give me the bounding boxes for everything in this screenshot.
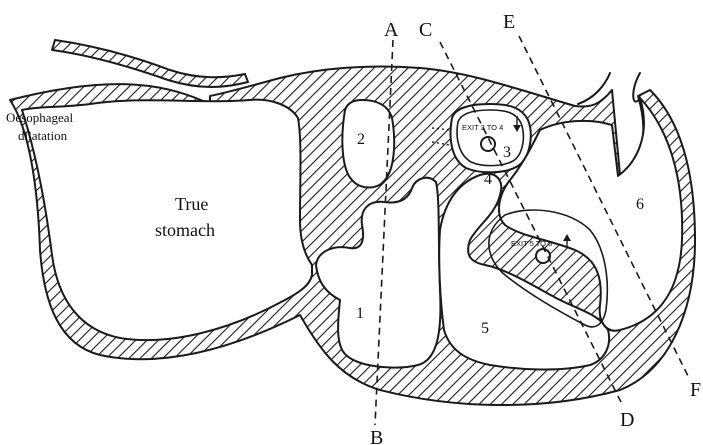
section-label-c: C xyxy=(419,19,432,41)
chamber-label-4: 4 xyxy=(484,171,492,188)
chamber-label-3: 3 xyxy=(503,144,511,161)
oesophageal-dilatation-label-line2: dilatation xyxy=(18,128,68,143)
chamber-label-5: 5 xyxy=(481,320,489,337)
oesophagus-tube xyxy=(52,40,248,87)
chamber-label-1: 1 xyxy=(356,305,364,322)
section-label-f: F xyxy=(690,379,701,401)
true-stomach-label-line2: stomach xyxy=(155,220,215,240)
exit-5-to-6-opening xyxy=(536,249,550,263)
exit-5-to-6-label: EXIT 5 TO 6 xyxy=(511,239,552,248)
exit-3-to-4-label: EXIT 3 TO 4 xyxy=(462,123,503,132)
true-stomach-label-line1: True xyxy=(175,194,208,214)
section-label-d: D xyxy=(620,409,634,431)
section-label-e: E xyxy=(503,11,515,33)
chamber-label-2: 2 xyxy=(357,131,365,148)
section-label-b: B xyxy=(370,427,383,445)
section-label-a: A xyxy=(384,19,399,41)
chamber-label-6: 6 xyxy=(636,196,644,213)
oesophageal-dilatation-label-line1: Oesophageal xyxy=(6,110,74,125)
